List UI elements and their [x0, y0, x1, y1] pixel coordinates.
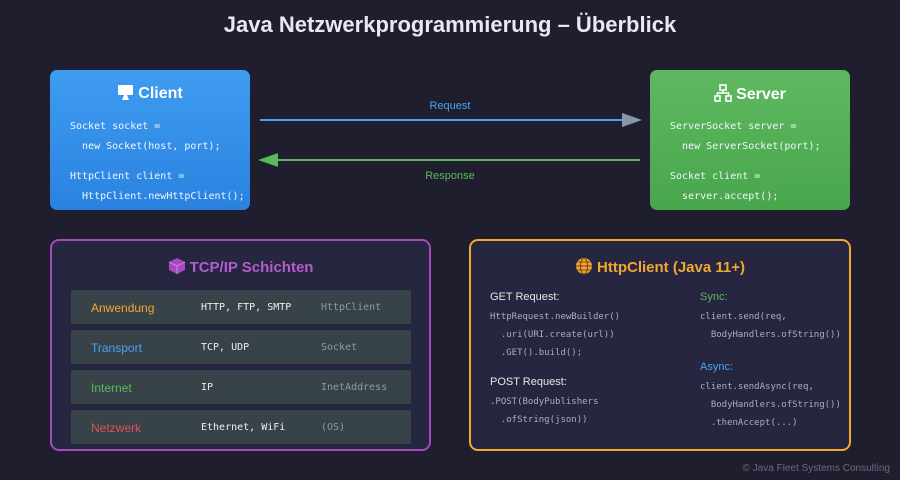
httpclient-title: HttpClient (Java 11+) [597, 259, 745, 276]
client-code-line: new Socket(host, port); [70, 141, 221, 152]
server-header: Server [650, 84, 850, 104]
monitor-icon [118, 85, 134, 100]
server-code-line: ServerSocket server = [670, 121, 797, 132]
get-code-line: .GET().build(); [490, 348, 583, 358]
get-code-line: .uri(URI.create(url)) [490, 330, 615, 340]
httpclient-header: HttpClient (Java 11+) [471, 257, 849, 276]
client-title: Client [138, 85, 183, 102]
post-request-label: POST Request: [490, 376, 567, 388]
layer-protocols: IP [201, 382, 214, 393]
layer-row-transport: Transport TCP, UDP Socket [71, 330, 411, 364]
layer-java-class: (OS) [321, 422, 346, 433]
tcp-ip-header: TCP/IP Schichten [52, 257, 429, 276]
layer-name: Internet [91, 381, 132, 395]
async-label: Async: [700, 361, 734, 373]
layer-name: Anwendung [91, 301, 155, 315]
server-code-line: Socket client = [670, 171, 761, 182]
sync-code-line: BodyHandlers.ofString()) [700, 330, 841, 340]
layer-protocols: TCP, UDP [201, 342, 250, 353]
layers-icon [168, 258, 185, 274]
layer-row-internet: Internet IP InetAddress [71, 370, 411, 404]
post-code-line: .ofString(json)) [490, 415, 588, 425]
async-code-line: client.sendAsync(req, [700, 382, 814, 392]
client-box: Client Socket socket = new Socket(host, … [50, 70, 250, 210]
tcp-ip-panel: TCP/IP Schichten Anwendung HTTP, FTP, SM… [50, 239, 431, 451]
client-header: Client [50, 84, 250, 103]
layer-row-anwendung: Anwendung HTTP, FTP, SMTP HttpClient [71, 290, 411, 324]
client-code-line: Socket socket = [70, 121, 161, 132]
response-arrow-head [258, 153, 278, 167]
layer-name: Transport [91, 341, 142, 355]
sync-code-line: client.send(req, [700, 312, 787, 322]
response-label: Response [425, 170, 475, 182]
client-code-line: HttpClient client = [70, 171, 185, 182]
post-code-line: .POST(BodyPublishers [490, 397, 599, 407]
layer-name: Netzwerk [91, 421, 142, 435]
layer-protocols: HTTP, FTP, SMTP [201, 302, 292, 313]
httpclient-panel: HttpClient (Java 11+) GET Request: HttpR… [469, 239, 851, 451]
server-box: Server ServerSocket server = new ServerS… [650, 70, 850, 210]
layer-row-netzwerk: Netzwerk Ethernet, WiFi (OS) [71, 410, 411, 444]
layer-java-class: Socket [321, 342, 358, 353]
get-code-line: HttpRequest.newBuilder() [490, 312, 621, 322]
server-code-line: new ServerSocket(port); [670, 141, 821, 152]
layer-java-class: InetAddress [321, 382, 388, 393]
server-title: Server [736, 86, 786, 103]
sync-label: Sync: [700, 291, 728, 303]
tcp-ip-title: TCP/IP Schichten [189, 259, 314, 276]
page-title: Java Netzwerkprogrammierung – Überblick [223, 12, 677, 37]
async-code-line: .thenAccept(...) [700, 418, 798, 428]
globe-icon [576, 257, 593, 275]
request-response-arrows [258, 113, 642, 167]
get-request-label: GET Request: [490, 291, 560, 303]
async-code-line: BodyHandlers.ofString()) [700, 400, 841, 410]
request-arrow-head [622, 113, 642, 127]
request-label: Request [429, 100, 471, 112]
server-code-line: server.accept(); [670, 191, 779, 202]
layer-java-class: HttpClient [321, 302, 382, 313]
network-icon [714, 84, 732, 102]
copyright-footer: © Java Fleet Systems Consulting [742, 463, 890, 474]
client-code-line: HttpClient.newHttpClient(); [70, 191, 245, 202]
layer-protocols: Ethernet, WiFi [201, 422, 286, 433]
